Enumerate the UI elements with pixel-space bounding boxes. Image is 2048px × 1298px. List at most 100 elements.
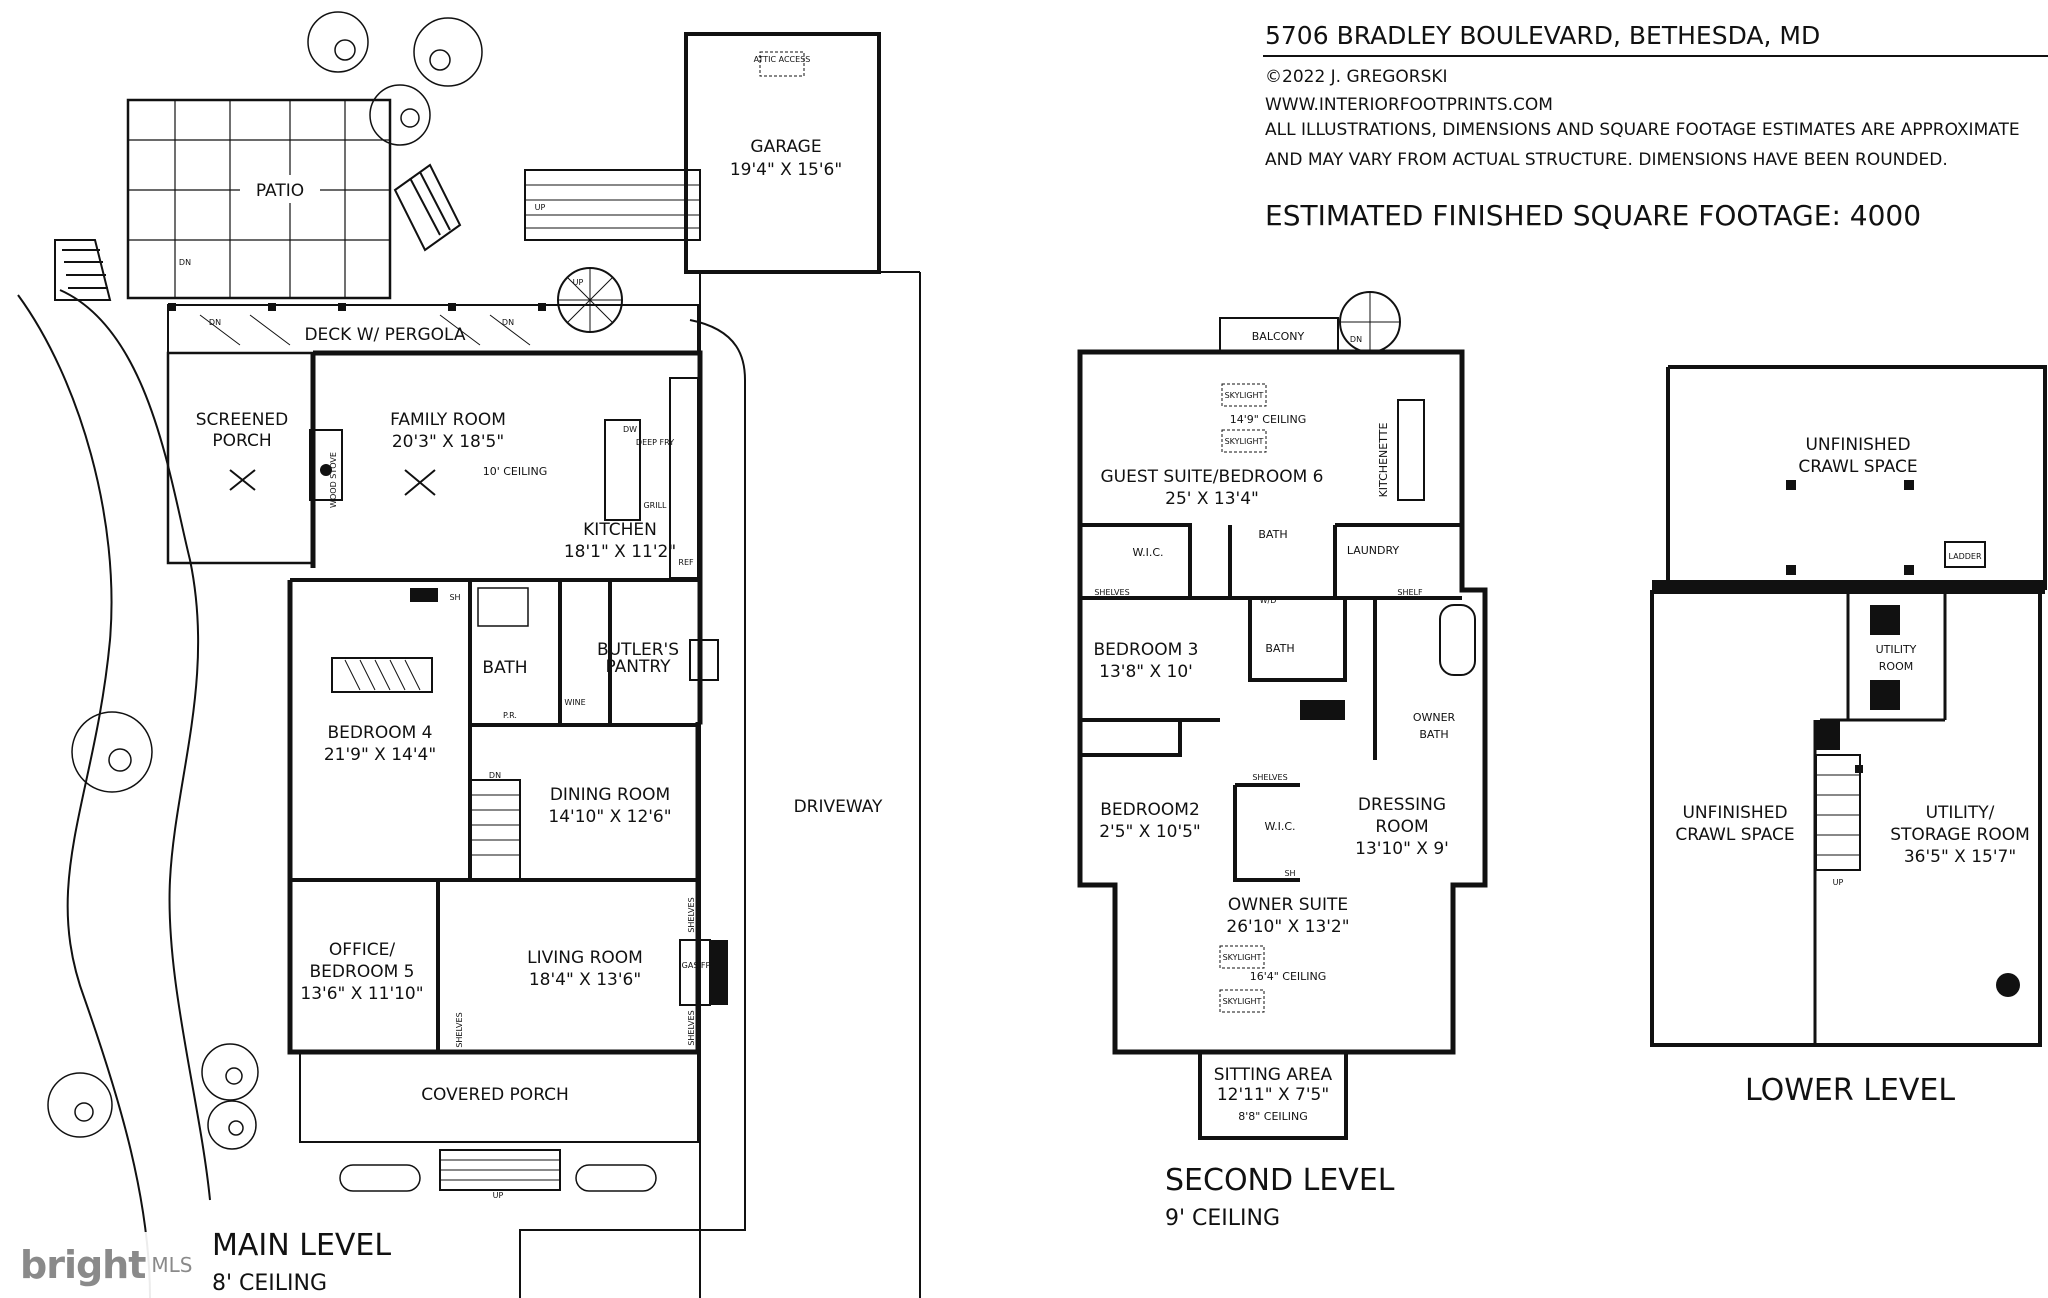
- lower-level-plan: UNFINISHED CRAWL SPACE LADDER UTILITY RO…: [1650, 365, 2047, 1108]
- second-level-title: SECOND LEVEL: [1165, 1163, 1395, 1198]
- address-title: 5706 BRADLEY BOULEVARD, BETHESDA, MD: [1265, 21, 1820, 50]
- svg-text:GRILL: GRILL: [643, 501, 667, 510]
- living-room-label: LIVING ROOM: [527, 948, 643, 968]
- svg-text:BUTLER'S: BUTLER'S: [597, 640, 679, 660]
- storage-dim: 36'5" X 15'7": [1904, 847, 2016, 867]
- svg-text:10' CEILING: 10' CEILING: [483, 465, 548, 478]
- bedroom4-label: BEDROOM 4: [328, 723, 433, 743]
- garage-label: GARAGE: [750, 137, 821, 157]
- svg-text:DN: DN: [209, 318, 221, 327]
- svg-text:12'11" X 7'5": 12'11" X 7'5": [1217, 1085, 1329, 1105]
- svg-text:W.I.C.: W.I.C.: [1264, 820, 1295, 833]
- lower-level-walls: [1650, 365, 2047, 1047]
- bedroom4-dim: 21'9" X 14'4": [324, 745, 436, 765]
- svg-text:BATH: BATH: [482, 658, 527, 678]
- svg-text:SHELVES: SHELVES: [687, 897, 696, 932]
- bright-mls-watermark: bright MLS: [0, 1232, 212, 1298]
- bedroom2-dim: 2'5" X 10'5": [1099, 822, 1201, 842]
- covered-porch-label: COVERED PORCH: [421, 1085, 569, 1105]
- family-room-label: FAMILY ROOM: [390, 410, 506, 430]
- dressing-room-dim: 13'10" X 9': [1355, 839, 1449, 859]
- svg-text:DN: DN: [179, 258, 191, 267]
- living-room-dim: 18'4" X 13'6": [529, 970, 641, 990]
- svg-text:GAS FP: GAS FP: [682, 961, 711, 970]
- svg-text:UP: UP: [573, 278, 584, 287]
- svg-text:ATTIC ACCESS: ATTIC ACCESS: [754, 55, 811, 64]
- kitchen-label: KITCHEN: [583, 520, 657, 540]
- svg-text:SH: SH: [1284, 869, 1295, 878]
- svg-text:LADDER: LADDER: [1948, 552, 1981, 561]
- patio-label: PATIO: [256, 181, 304, 201]
- svg-text:BATH: BATH: [1258, 528, 1287, 541]
- svg-text:P.R.: P.R.: [503, 711, 517, 720]
- bedroom3-dim: 13'8" X 10': [1099, 662, 1193, 682]
- svg-text:SHELVES: SHELVES: [1252, 773, 1287, 782]
- svg-text:BEDROOM 5: BEDROOM 5: [310, 962, 415, 982]
- svg-text:14'9" CEILING: 14'9" CEILING: [1230, 413, 1307, 426]
- kitchen-dim: 18'1" X 11'2": [564, 542, 676, 562]
- svg-text:BATH: BATH: [1419, 728, 1448, 741]
- second-level-plan: BALCONY DN SKYLIGHT SKYLIGHT 14'9" CEILI…: [1077, 291, 1488, 1231]
- svg-text:STORAGE ROOM: STORAGE ROOM: [1890, 825, 2030, 845]
- svg-text:DN: DN: [502, 318, 514, 327]
- svg-text:UP: UP: [535, 203, 546, 212]
- owner-suite-dim: 26'10" X 13'2": [1226, 917, 1349, 937]
- svg-text:DW: DW: [623, 425, 637, 434]
- svg-text:WINE: WINE: [564, 698, 585, 707]
- office-dim: 13'6" X 11'10": [300, 984, 423, 1004]
- disclaimer-line-1: ALL ILLUSTRATIONS, DIMENSIONS AND SQUARE…: [1265, 120, 2020, 140]
- second-level-walls: [1077, 349, 1488, 1055]
- svg-text:PANTRY: PANTRY: [605, 657, 671, 677]
- main-level-ceiling: 8' CEILING: [212, 1271, 327, 1296]
- garden-path: [17, 294, 151, 1298]
- lower-level-title: LOWER LEVEL: [1745, 1073, 1955, 1108]
- bedroom3-label: BEDROOM 3: [1094, 640, 1199, 660]
- svg-text:KITCHENETTE: KITCHENETTE: [1377, 423, 1390, 498]
- svg-text:DN: DN: [489, 771, 501, 780]
- header-block: 5706 BRADLEY BOULEVARD, BETHESDA, MD ©20…: [1263, 21, 2048, 232]
- svg-text:SKYLIGHT: SKYLIGHT: [1225, 437, 1264, 446]
- disclaimer-line-2: AND MAY VARY FROM ACTUAL STRUCTURE. DIME…: [1265, 150, 1948, 170]
- svg-text:DEEP FRY: DEEP FRY: [636, 438, 674, 447]
- svg-text:SKYLIGHT: SKYLIGHT: [1223, 953, 1262, 962]
- svg-text:SHELF: SHELF: [1397, 588, 1423, 597]
- copyright-text: ©2022 J. GREGORSKI: [1265, 67, 1448, 87]
- svg-text:OFFICE/: OFFICE/: [329, 940, 396, 960]
- svg-text:PORCH: PORCH: [212, 431, 271, 451]
- bedroom2-label: BEDROOM2: [1100, 800, 1200, 820]
- svg-text:DN: DN: [1350, 335, 1362, 344]
- guest-suite-dim: 25' X 13'4": [1165, 489, 1259, 509]
- garage-dim: 19'4" X 15'6": [730, 160, 842, 180]
- svg-text:SHELVES: SHELVES: [455, 1012, 464, 1047]
- covered-porch: [299, 1051, 699, 1143]
- svg-text:SKYLIGHT: SKYLIGHT: [1225, 391, 1264, 400]
- svg-text:OWNER: OWNER: [1413, 711, 1456, 724]
- svg-text:CRAWL SPACE: CRAWL SPACE: [1798, 457, 1917, 477]
- svg-text:SHELVES: SHELVES: [1094, 588, 1129, 597]
- main-level-title: MAIN LEVEL: [212, 1228, 391, 1263]
- sitting-area: [1198, 1050, 1348, 1140]
- svg-text:SITTING AREA: SITTING AREA: [1214, 1065, 1333, 1085]
- garage: [684, 32, 881, 274]
- deck-label: DECK W/ PERGOLA: [304, 325, 465, 345]
- svg-text:REF: REF: [678, 558, 694, 567]
- svg-text:CRAWL SPACE: CRAWL SPACE: [1675, 825, 1794, 845]
- square-footage-text: ESTIMATED FINISHED SQUARE FOOTAGE: 4000: [1265, 199, 1921, 232]
- svg-text:UTILITY/: UTILITY/: [1926, 803, 1995, 823]
- website-text: WWW.INTERIORFOOTPRINTS.COM: [1265, 95, 1553, 115]
- dining-room-dim: 14'10" X 12'6": [548, 807, 671, 827]
- svg-text:UP: UP: [493, 1191, 504, 1200]
- second-level-ceiling: 9' CEILING: [1165, 1206, 1280, 1231]
- svg-text:ROOM: ROOM: [1879, 660, 1913, 673]
- svg-text:WOOD STOVE: WOOD STOVE: [329, 452, 338, 508]
- svg-text:W.I.C.: W.I.C.: [1132, 546, 1163, 559]
- svg-text:16'4" CEILING: 16'4" CEILING: [1250, 970, 1327, 983]
- svg-text:UNFINISHED: UNFINISHED: [1682, 803, 1787, 823]
- patio-area: [126, 98, 392, 300]
- svg-text:SHELVES: SHELVES: [687, 1010, 696, 1045]
- watermark-brand: bright: [20, 1243, 146, 1287]
- svg-text:8'8" CEILING: 8'8" CEILING: [1238, 1110, 1308, 1123]
- svg-text:BALCONY: BALCONY: [1252, 330, 1305, 343]
- svg-text:W/D: W/D: [1260, 596, 1277, 605]
